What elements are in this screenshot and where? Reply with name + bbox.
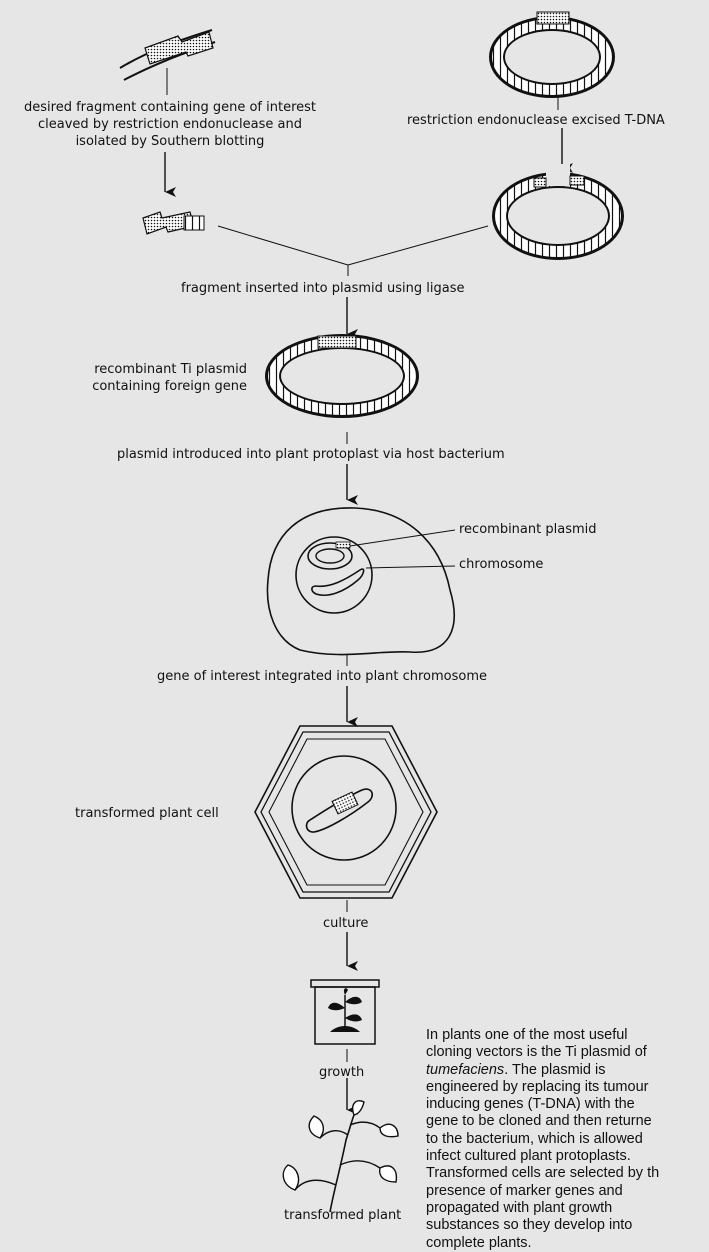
caption-line: tumefaciens. The plasmid is: [426, 1062, 709, 1079]
cut-fragment-icon: [142, 211, 205, 235]
caption-line: Transformed cells are selected by th: [426, 1165, 660, 1182]
recombinant-ti-plasmid-icon: [265, 334, 419, 418]
caption-line-rest: . The plasmid is: [504, 1061, 606, 1078]
cloning-diagram: [119, 11, 624, 1213]
ti-plasmid-icon: [489, 11, 615, 98]
caption-line: cloning vectors is the Ti plasmid of: [426, 1044, 647, 1061]
caption-line: gene to be cloned and then returne: [426, 1113, 652, 1130]
dna-fragment-icon: [119, 29, 216, 81]
transformed-cell-icon: [254, 725, 438, 899]
transformed-plant-icon: [282, 1100, 399, 1213]
open-plasmid-icon: [492, 164, 624, 260]
fragment-description: desired fragment containing gene of inte…: [0, 99, 340, 150]
introduction-step-label: plasmid introduced into plant protoplast…: [117, 447, 505, 462]
ligase-step-label: fragment inserted into plasmid using lig…: [181, 281, 465, 296]
caption-line: to the bacterium, which is allowed: [426, 1130, 643, 1147]
caption-line: presence of marker genes and: [426, 1182, 623, 1199]
transformed-plant-label: transformed plant: [284, 1208, 402, 1223]
caption-line: In plants one of the most useful: [426, 1027, 628, 1043]
fragment-desc-line-2: cleaved by restriction endonuclease and: [38, 117, 302, 132]
fragment-desc-line-1: desired fragment containing gene of inte…: [24, 100, 316, 115]
recombinant-ti-line-2: containing foreign gene: [92, 379, 247, 394]
growth-label: growth: [319, 1065, 365, 1080]
recombinant-plasmid-label: recombinant plasmid: [459, 522, 597, 537]
integration-step-label: gene of interest integrated into plant c…: [157, 669, 488, 684]
tdna-excised-label: restriction endonuclease excised T-DNA: [407, 113, 665, 128]
recombinant-ti-label: recombinant Ti plasmid containing foreig…: [77, 361, 247, 395]
caption-line: inducing genes (T-DNA) with the: [426, 1096, 635, 1113]
caption-line: complete plants.: [426, 1234, 532, 1251]
caption-italic-term: tumefaciens: [426, 1061, 505, 1078]
recombinant-ti-line-1: recombinant Ti plasmid: [94, 362, 247, 377]
caption-text: In plants one of the most useful cloning…: [426, 1027, 709, 1252]
culture-jar-icon: [310, 979, 380, 1045]
caption-line: substances so they develop into: [426, 1217, 633, 1234]
transformed-cell-label: transformed plant cell: [75, 806, 219, 821]
chromosome-label: chromosome: [459, 557, 544, 572]
plant-protoplast-icon: [266, 507, 455, 656]
caption-line: infect cultured plant protoplasts.: [426, 1148, 631, 1165]
caption-line: engineered by replacing its tumour: [426, 1078, 649, 1095]
caption-line: propagated with plant growth: [426, 1199, 613, 1216]
culture-label: culture: [323, 916, 369, 931]
fragment-desc-line-3: isolated by Southern blotting: [75, 134, 265, 149]
